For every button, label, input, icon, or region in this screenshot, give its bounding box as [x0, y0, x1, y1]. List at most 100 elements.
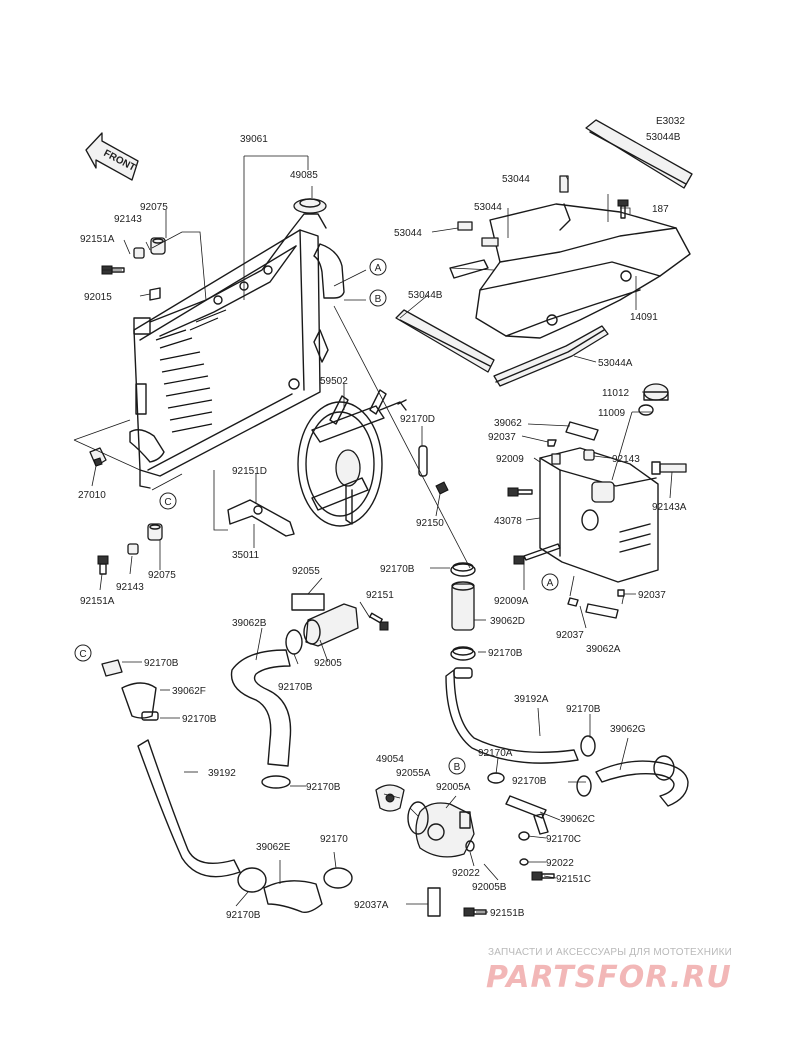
- clamp-92170c: [518, 831, 530, 841]
- watermark-tagline: ЗАПЧАСТИ И АКСЕССУАРЫ ДЛЯ МОТОТЕХНИКИ: [488, 947, 733, 958]
- clamp-92170b-5: [261, 775, 291, 789]
- label-35011: 35011: [232, 550, 260, 561]
- label-92170b-8: 92170B: [226, 910, 261, 921]
- collar-92143-bot: [127, 543, 139, 555]
- label-92170b-3: 92170B: [278, 682, 313, 693]
- cooling-fan-59502: [297, 389, 407, 527]
- radiator-cap-49085: [293, 198, 327, 214]
- label-39061: 39061: [240, 134, 268, 145]
- clamp-92170b-4: [141, 711, 159, 721]
- label-92143-bot: 92143: [116, 582, 144, 593]
- label-92037a: 92037A: [354, 900, 389, 911]
- label-39062c: 39062C: [560, 814, 595, 825]
- label-92170: 92170: [320, 834, 348, 845]
- callout-c-label-2: C: [79, 649, 86, 660]
- hose-39062a: [567, 589, 625, 619]
- hose-39192a: [445, 667, 579, 764]
- clamp-92170a: [487, 772, 505, 784]
- label-39062: 39062: [494, 418, 522, 429]
- clamp-92170b-7: [576, 775, 592, 797]
- reserve-tank-43078: [539, 447, 659, 583]
- label-92170b-5: 92170B: [306, 782, 341, 793]
- callout-b-label: B: [375, 294, 382, 305]
- label-92151a-top: 92151A: [80, 234, 115, 245]
- washers-92022: [465, 840, 529, 866]
- bolt-187: [617, 199, 629, 219]
- diagram-code: E3032: [656, 116, 685, 127]
- label-92055: 92055: [292, 566, 320, 577]
- bracket-35011: [227, 499, 295, 537]
- label-53044b-mid: 53044B: [408, 290, 443, 301]
- label-92170b-6: 92170B: [566, 704, 601, 715]
- label-39062a: 39062A: [586, 644, 621, 655]
- label-92151d: 92151D: [232, 466, 267, 477]
- label-53044-3: 53044: [394, 228, 422, 239]
- label-187: 187: [652, 204, 669, 215]
- label-39062d: 39062D: [490, 616, 525, 627]
- part-labels: E3032 39061 49085 92075 92143 92151A 920…: [78, 116, 687, 921]
- assembly-lines: [73, 267, 495, 569]
- bolt-92143a: [651, 461, 687, 475]
- label-53044-2: 53044: [474, 202, 502, 213]
- shroud-14091: [449, 203, 691, 339]
- clip-92037a: [427, 887, 441, 917]
- label-92170a: 92170A: [478, 748, 513, 759]
- label-92150: 92150: [416, 518, 444, 529]
- label-53044a: 53044A: [598, 358, 633, 369]
- callout-b-label-2: B: [454, 762, 461, 773]
- label-92022-2: 92022: [546, 858, 574, 869]
- callout-c-hose: C: [74, 644, 92, 662]
- label-53044b-top: 53044B: [646, 132, 681, 143]
- label-92170c: 92170C: [546, 834, 581, 845]
- label-92151a-bot: 92151A: [80, 596, 115, 607]
- leader-lines: [73, 155, 673, 913]
- bolt-92151c: [531, 871, 555, 881]
- callout-b-pump: B: [448, 757, 466, 775]
- seal-53044a: [493, 325, 609, 387]
- cap-seal-11009: [638, 404, 654, 416]
- hose-39062g: [595, 755, 689, 807]
- radiator-outlet-hose: [313, 243, 345, 363]
- hose-39192: [137, 739, 241, 878]
- label-92022-1: 92022: [452, 868, 480, 879]
- label-92151: 92151: [366, 590, 394, 601]
- label-92075-bot: 92075: [148, 570, 176, 581]
- label-92170b-2: 92170B: [488, 648, 523, 659]
- label-92143-top: 92143: [114, 214, 142, 225]
- label-92143-tank: 92143: [612, 454, 640, 465]
- label-39062g: 39062G: [610, 724, 646, 735]
- bolt-92151: [369, 612, 389, 631]
- label-39192a: 39192A: [514, 694, 549, 705]
- clip-92015: [149, 287, 161, 301]
- label-59502: 59502: [320, 376, 348, 387]
- clamp-92170b-1: [450, 562, 476, 577]
- label-49054: 49054: [376, 754, 404, 765]
- seal-53044b-top: [585, 119, 693, 189]
- label-92037-3: 92037: [556, 630, 584, 641]
- label-92075-top: 92075: [140, 202, 168, 213]
- clamp-92170b-6: [580, 735, 596, 757]
- label-92170b-c: 92170B: [144, 658, 179, 669]
- callout-b-top: B: [369, 289, 387, 307]
- label-27010: 27010: [78, 490, 106, 501]
- label-92151b: 92151B: [490, 908, 525, 919]
- label-53044-1: 53044: [502, 174, 530, 185]
- label-39062b: 39062B: [232, 618, 267, 629]
- clamp-92170b-3: [285, 629, 303, 655]
- callout-c-label: C: [164, 497, 171, 508]
- label-39062e: 39062E: [256, 842, 291, 853]
- label-92005a: 92005A: [436, 782, 471, 793]
- radiator-lower-hose: [129, 429, 165, 463]
- collar-92143-tank: [583, 449, 595, 461]
- breather-hose-39062: [565, 421, 599, 441]
- seal-53044b-mid: [395, 309, 495, 373]
- callout-a-tank: A: [541, 573, 559, 591]
- label-11009: 11009: [598, 408, 626, 419]
- thermostat-housing-92005: [303, 603, 359, 647]
- collar-92143-top: [133, 247, 145, 259]
- fan-parts: [418, 445, 449, 495]
- hose-39062d: [451, 581, 475, 631]
- label-92037-2: 92037: [638, 590, 666, 601]
- callout-a-label: A: [375, 263, 382, 274]
- label-92170b-1: 92170B: [380, 564, 415, 575]
